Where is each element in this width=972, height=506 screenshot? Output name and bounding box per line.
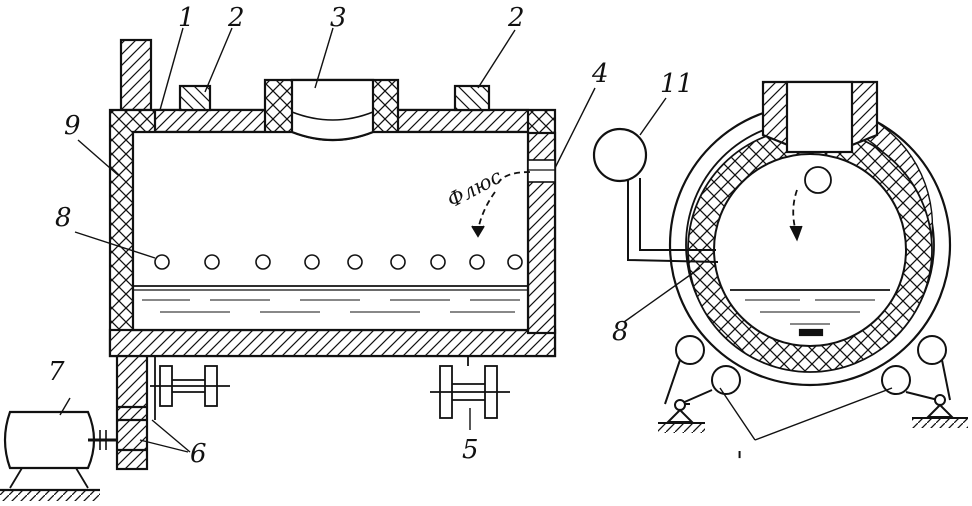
label-8b: 8 [612, 317, 629, 347]
label-8a: 8 [55, 203, 72, 233]
burner-left [178, 84, 212, 112]
label-11: 11 [660, 69, 693, 99]
cross-rollers [658, 335, 968, 433]
tuyere-row [154, 254, 523, 270]
cross-section [592, 80, 968, 433]
label-7: 7 [48, 357, 65, 387]
longitudinal-section [0, 38, 557, 501]
flux-arrows [471, 171, 531, 238]
flux-port [527, 159, 556, 183]
support-roller-left [150, 356, 230, 420]
leader-lines [59, 27, 893, 453]
left-column-top [119, 38, 153, 112]
gas-receiver [592, 127, 648, 183]
left-column-bottom [115, 353, 149, 471]
label-1: 1 [178, 3, 195, 33]
label-2a: 2 [227, 3, 245, 33]
drive-motor [0, 410, 117, 501]
cross-melt [745, 299, 875, 325]
label-3: 3 [330, 3, 347, 33]
hearth-layer [108, 328, 557, 358]
label-6: 6 [190, 439, 207, 469]
burner-right [453, 84, 491, 112]
label-9: 9 [64, 111, 81, 141]
label-2b: 2 [507, 3, 525, 33]
label-5: 5 [462, 435, 479, 465]
label-4: 4 [591, 59, 609, 89]
label-tick: ' [736, 447, 743, 477]
support-roller-right [430, 356, 510, 419]
melt-bath [142, 299, 520, 313]
